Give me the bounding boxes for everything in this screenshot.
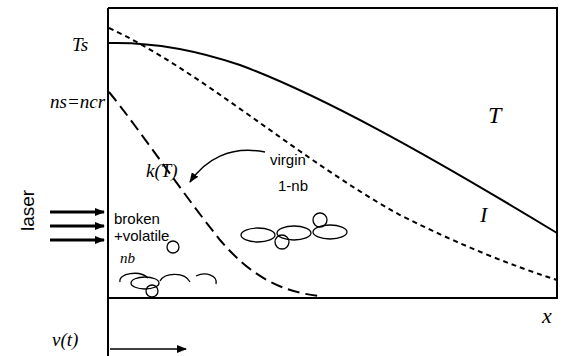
plot-label: I [480,203,487,227]
plot-label: x [542,304,552,328]
plot-label: 1-nb [278,178,308,195]
plot-label: Ts [72,35,88,56]
plot-label: +volatile [114,228,169,245]
surface-axis [107,8,109,356]
plot-label: k(T) [146,161,178,182]
plot-label: ns=ncr [50,92,105,113]
velocity-arrow [110,348,186,350]
plot-label: T [488,102,501,128]
broken-fraction-curve [109,92,320,296]
temperature-curve [109,43,557,233]
plot-label: laser [18,189,39,230]
plot-label: v(t) [52,330,78,351]
plot-frame [108,8,557,298]
laser-arrow [50,211,104,214]
laser-arrow [50,225,104,228]
plot-label: broken [114,211,160,228]
intensity-curve [109,28,557,280]
leader-arrow [190,150,265,182]
plot-label: virgin [270,152,306,169]
plot-label: nb [120,250,135,267]
laser-arrow [50,239,104,242]
